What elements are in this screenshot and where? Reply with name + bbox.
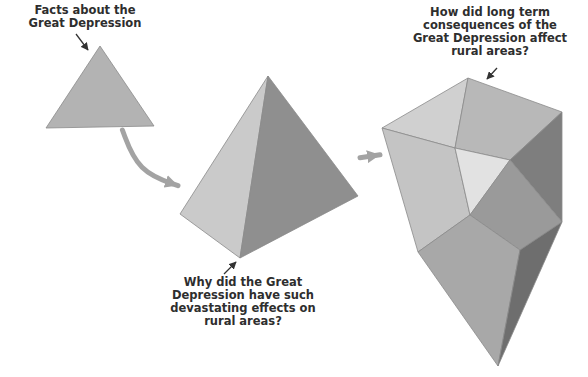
- pyramid-shape: [178, 74, 360, 260]
- question-label: How did long term consequences of the Gr…: [412, 6, 568, 58]
- facet: [240, 76, 358, 258]
- flat-triangle-shape: [44, 44, 156, 130]
- leader-arrow: [224, 262, 236, 274]
- facet: [498, 222, 562, 366]
- faceted-gem-shape: [380, 76, 564, 368]
- pyramid: Why did the Great Depression have such d…: [178, 74, 360, 260]
- question-label: Why did the Great Depression have such d…: [165, 276, 321, 328]
- facet: [46, 46, 154, 128]
- faceted-gem: How did long term consequences of the Gr…: [380, 76, 564, 368]
- flow-arrow: [360, 155, 380, 158]
- leader-arrow: [487, 68, 497, 79]
- question-label: Facts about the Great Depression: [25, 4, 145, 30]
- flow-arrow: [122, 130, 178, 186]
- flat-triangle: Facts about the Great Depression: [44, 44, 156, 130]
- leader-arrow: [76, 34, 88, 50]
